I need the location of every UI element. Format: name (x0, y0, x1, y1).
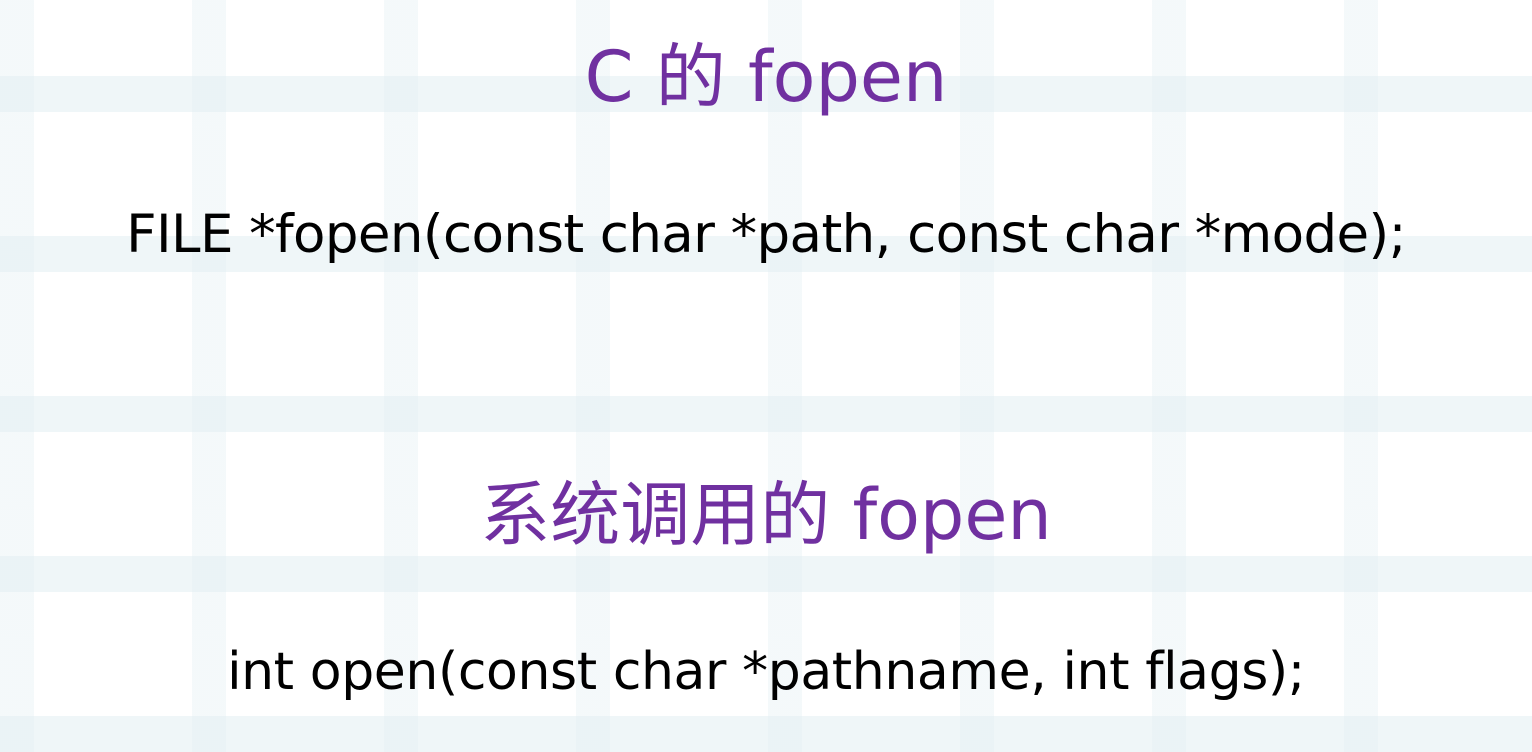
c-fopen-heading: C 的 fopen (584, 36, 948, 118)
fopen-signature: FILE *fopen(const char *path, const char… (126, 204, 1406, 265)
open-signature: int open(const char *pathname, int flags… (227, 642, 1305, 702)
syscall-open-heading: 系统调用的 fopen (480, 474, 1052, 556)
